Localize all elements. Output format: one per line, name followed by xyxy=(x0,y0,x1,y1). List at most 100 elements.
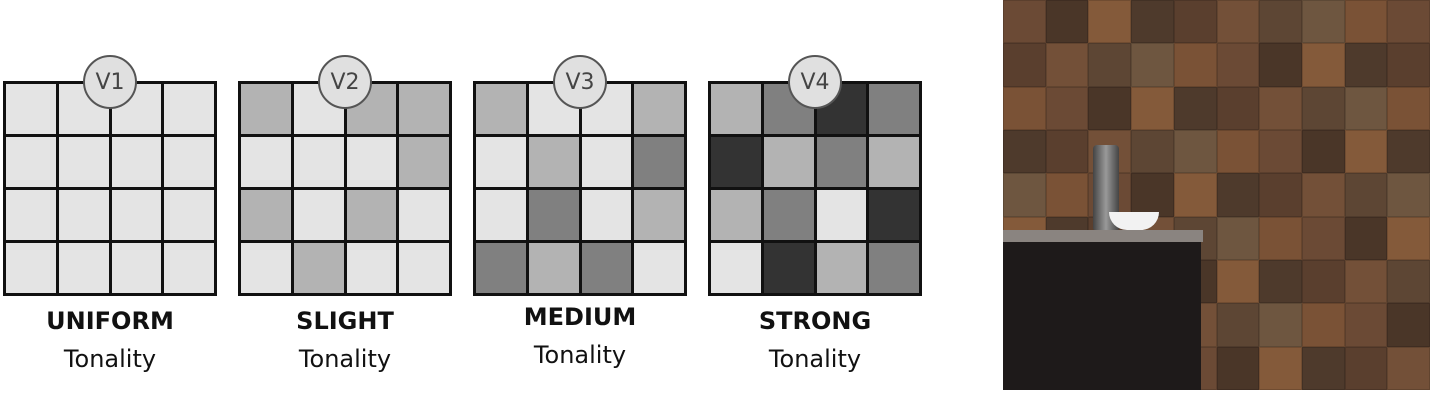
wall-tile xyxy=(1259,303,1302,347)
tile-cell xyxy=(869,190,919,240)
wall-tile xyxy=(1003,0,1046,44)
wall-tile xyxy=(1344,86,1388,130)
wall-tile xyxy=(1216,43,1260,87)
tile-cell xyxy=(293,137,344,187)
variant-badge: V3 xyxy=(553,55,607,109)
wall-tile xyxy=(1088,0,1132,44)
wall-tile xyxy=(1387,216,1430,260)
variant-v1: V1 UNIFORM Tonality xyxy=(3,55,217,373)
tile-cell xyxy=(164,190,214,240)
tile-cell xyxy=(346,137,397,187)
wall-tile xyxy=(1216,259,1260,304)
wall-tile xyxy=(1131,0,1174,44)
tile-cell xyxy=(634,243,684,293)
wall-tile xyxy=(1387,173,1430,217)
tile-cell xyxy=(869,84,919,134)
wall-tile xyxy=(1003,173,1046,217)
tile-cell xyxy=(111,190,162,240)
wall-tile xyxy=(1216,0,1260,44)
variant-v4: V4 STRONG Tonality xyxy=(708,55,922,373)
wall-tile xyxy=(1259,173,1302,217)
wall-tile xyxy=(1387,43,1430,87)
tile-cell xyxy=(581,243,632,293)
tile-cell xyxy=(581,190,632,240)
wall-tile xyxy=(1259,346,1302,390)
tile-cell xyxy=(58,190,109,240)
tile-cell xyxy=(581,137,632,187)
wall-tile xyxy=(1045,86,1089,130)
wall-tile xyxy=(1131,173,1174,217)
variant-subtitle: Tonality xyxy=(63,345,157,373)
tile-cell xyxy=(869,137,919,187)
wall-tile xyxy=(1131,129,1174,174)
wall-tile xyxy=(1344,173,1388,217)
tile-cell xyxy=(399,137,449,187)
tile-cell xyxy=(869,243,919,293)
tile-cell xyxy=(528,243,579,293)
wall-tile xyxy=(1003,86,1046,130)
tile-cell xyxy=(816,137,867,187)
variant-v3: V3 MEDIUM Tonality xyxy=(473,55,687,369)
wall-tile xyxy=(1131,43,1174,87)
tile-grid: V1 xyxy=(3,55,217,296)
tile-cell xyxy=(399,243,449,293)
wall-tile xyxy=(1387,0,1430,44)
variant-subtitle: Tonality xyxy=(298,345,392,373)
wall-tile xyxy=(1387,86,1430,130)
tile-grid: V3 xyxy=(473,55,687,296)
tile-cell xyxy=(528,190,579,240)
tile-cell xyxy=(346,190,397,240)
tile-cell xyxy=(241,84,291,134)
cabinet-image xyxy=(1003,230,1201,390)
tile-cell xyxy=(6,137,56,187)
variant-title: MEDIUM xyxy=(523,303,637,331)
tile-cell xyxy=(816,190,867,240)
tile-cell xyxy=(634,190,684,240)
variant-badge: V1 xyxy=(83,55,137,109)
tile-cell xyxy=(241,137,291,187)
tile-cell xyxy=(346,243,397,293)
tile-cell xyxy=(634,137,684,187)
tile-cell xyxy=(528,137,579,187)
tile-cell xyxy=(763,243,814,293)
wall-tile xyxy=(1301,173,1345,217)
tile-grid: V4 xyxy=(708,55,922,296)
wall-tile xyxy=(1301,0,1345,44)
bowl-image xyxy=(1109,212,1159,230)
wall-tile xyxy=(1344,346,1388,390)
tile-cell xyxy=(6,190,56,240)
tile-cell xyxy=(476,243,526,293)
tile-cell xyxy=(763,137,814,187)
tile-cell xyxy=(164,137,214,187)
wall-tile xyxy=(1387,303,1430,347)
variant-badge: V4 xyxy=(788,55,842,109)
tile-cell xyxy=(711,243,761,293)
wall-tile xyxy=(1088,86,1132,130)
wall-tile xyxy=(1259,43,1302,87)
tile-cell xyxy=(111,243,162,293)
wall-tile xyxy=(1003,129,1046,174)
wall-tile xyxy=(1344,43,1388,87)
tile-cell xyxy=(763,190,814,240)
wall-tile xyxy=(1344,259,1388,304)
tile-cell xyxy=(6,243,56,293)
tile-cell xyxy=(634,84,684,134)
wall-tile xyxy=(1216,86,1260,130)
wall-tile xyxy=(1387,129,1430,174)
countertop-image xyxy=(1003,230,1203,242)
variant-title: SLIGHT xyxy=(296,307,394,335)
tile-wall-photo xyxy=(1003,0,1430,390)
variant-title: UNIFORM xyxy=(46,307,174,335)
tile-cell xyxy=(58,137,109,187)
wall-tile xyxy=(1173,43,1217,87)
wall-tile xyxy=(1216,173,1260,217)
wall-tile xyxy=(1344,129,1388,174)
wall-tile xyxy=(1045,43,1089,87)
tile-cell xyxy=(241,243,291,293)
wall-tile xyxy=(1301,129,1345,174)
wall-tile xyxy=(1259,259,1302,304)
tile-cell xyxy=(111,137,162,187)
wall-tile xyxy=(1003,43,1046,87)
tile-cell xyxy=(58,243,109,293)
tile-cell xyxy=(241,190,291,240)
